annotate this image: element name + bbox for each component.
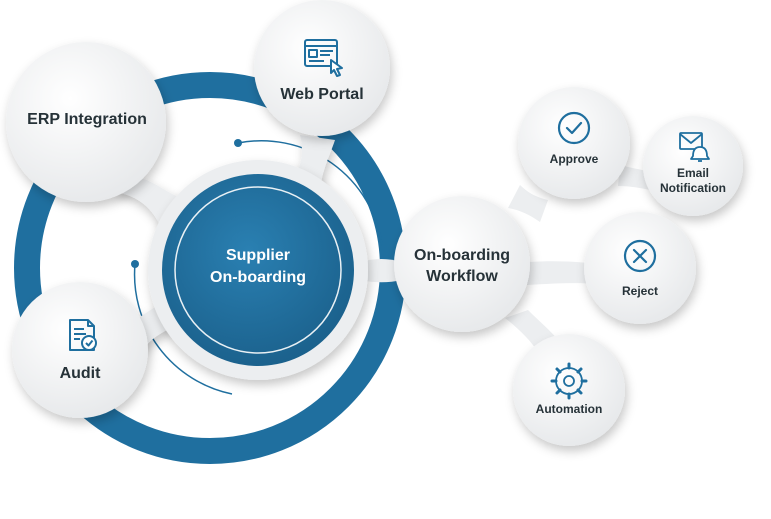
automation-node: [513, 334, 625, 446]
close-icon: [623, 239, 657, 273]
gear-icon: [550, 362, 588, 400]
web-portal-icon: [304, 39, 343, 77]
workflow-node: [394, 196, 530, 332]
web-portal-node: [254, 0, 390, 136]
orbit-dot-left: [131, 260, 139, 268]
orbit-dot-top: [234, 139, 242, 147]
orbit-arc-left: [133, 263, 233, 395]
center-node-inner-ring: [174, 186, 342, 354]
email-bell-icon: [679, 132, 710, 162]
erp-integration-node: [6, 42, 166, 202]
orbit-arc-top: [237, 140, 383, 246]
email-node: [643, 116, 743, 216]
approve-connector: [508, 185, 548, 222]
audit-icon: [69, 319, 97, 351]
reject-node: [584, 212, 696, 324]
workflow-connector: [360, 259, 402, 283]
center-node: [162, 174, 354, 366]
checkmark-icon: [557, 111, 591, 145]
